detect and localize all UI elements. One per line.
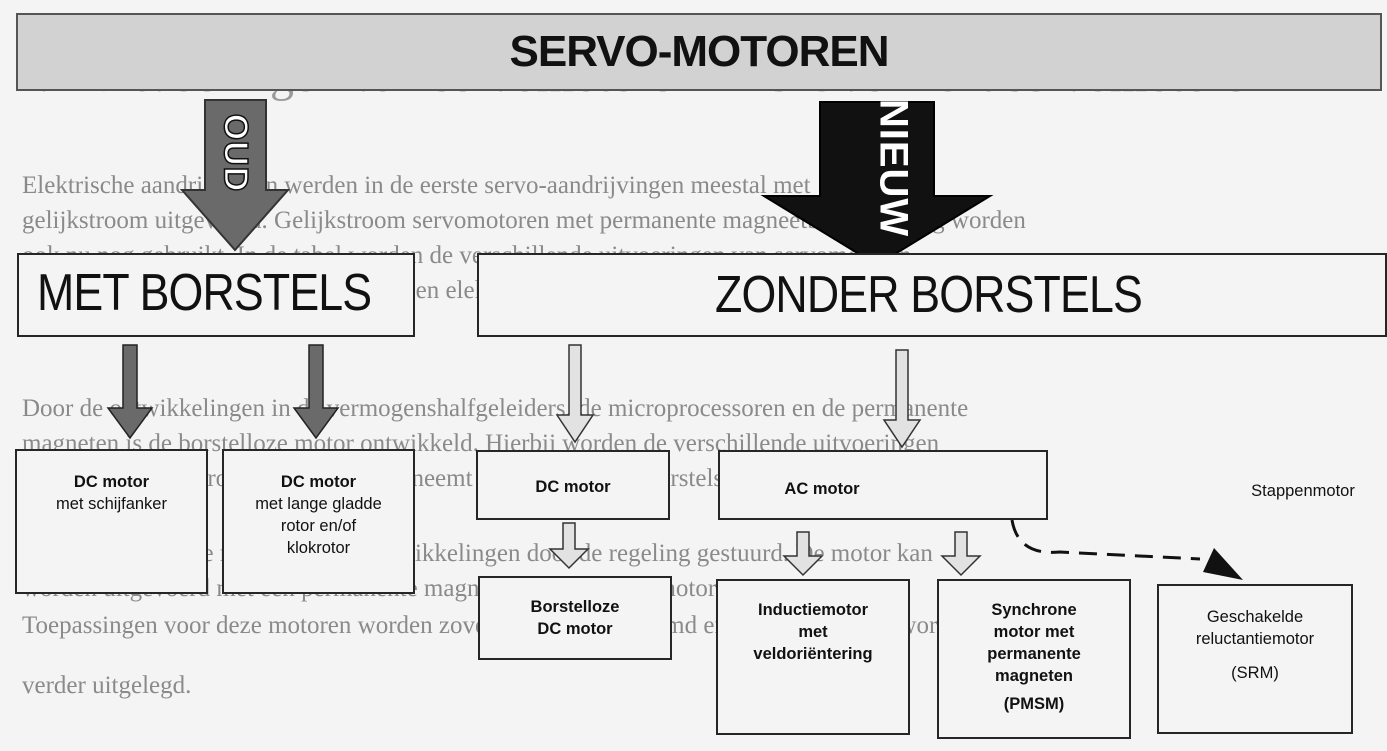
node-bldc-line: DC motor	[537, 620, 613, 638]
node-pmsm: Synchrone motor met permanente magneten …	[937, 579, 1131, 739]
node-pmsm-line: permanente	[987, 645, 1081, 663]
arrow-to-pmsm	[940, 531, 982, 577]
node-bldc-line: Borstelloze	[530, 598, 620, 616]
node-pmsm-line: (PMSM)	[1003, 695, 1065, 713]
node-srm-line: reluctantiemotor	[1195, 630, 1315, 648]
node-dc-long-line: met lange gladde	[255, 495, 382, 513]
node-dc-disc-line: met schijfanker	[56, 495, 167, 513]
arrow-to-bldc	[548, 522, 590, 570]
node-dc-long-line: rotor en/of	[280, 517, 357, 535]
diagram-title: SERVO-MOTOREN	[509, 27, 890, 76]
node-dc-brushless-parent: DC motor	[476, 450, 670, 520]
node-induction-line: met	[798, 623, 828, 641]
category-brushless: ZONDER BORSTELS	[477, 253, 1387, 337]
node-dc-long: DC motor met lange gladde rotor en/of kl…	[222, 449, 415, 594]
node-dc-brushless-parent-title: DC motor	[535, 478, 611, 496]
old-arrow	[179, 99, 291, 252]
category-brushless-label: ZONDER BORSTELS	[715, 266, 1143, 324]
dashed-connector	[1010, 519, 1201, 561]
node-dc-disc-title: DC motor	[73, 473, 150, 491]
arrow-to-dc-disc	[106, 344, 154, 440]
node-ac-motor-title: AC motor	[784, 480, 860, 498]
node-dc-long-line: klokrotor	[286, 539, 351, 557]
node-pmsm-line: Synchrone	[991, 601, 1077, 619]
arrow-to-induction	[782, 531, 824, 577]
node-srm-line: Geschakelde	[1206, 608, 1304, 626]
category-brushed-label: MET BORSTELS	[37, 264, 372, 322]
node-induction: Inductiemotor met veldoriëntering	[716, 579, 910, 735]
arrow-to-dc-long	[292, 344, 340, 440]
node-induction-line: Inductiemotor	[758, 601, 868, 619]
node-dc-disc: DC motor met schijfanker	[15, 449, 208, 594]
old-arrow-label: OUD	[216, 113, 256, 193]
node-srm-line: (SRM)	[1231, 664, 1279, 682]
node-bldc: Borstelloze DC motor	[478, 576, 672, 660]
node-srm: Geschakelde reluctantiemotor (SRM)	[1157, 584, 1353, 734]
node-dc-long-title: DC motor	[280, 473, 357, 491]
node-pmsm-line: motor met	[993, 623, 1075, 641]
node-ac-motor: AC motor	[718, 450, 1048, 520]
new-arrow-label: NIEUW	[871, 98, 916, 238]
category-brushed: MET BORSTELS	[17, 253, 415, 337]
dashed-arrowhead	[1203, 548, 1243, 580]
arrow-to-ac-motor	[882, 349, 922, 449]
new-arrow	[760, 101, 994, 267]
arrow-to-dc-motor	[555, 344, 595, 444]
node-stepper: Stappenmotor	[1251, 482, 1355, 500]
node-induction-line: veldoriëntering	[753, 645, 873, 663]
node-pmsm-line: magneten	[995, 667, 1073, 685]
title-box: SERVO-MOTOREN	[16, 13, 1382, 91]
